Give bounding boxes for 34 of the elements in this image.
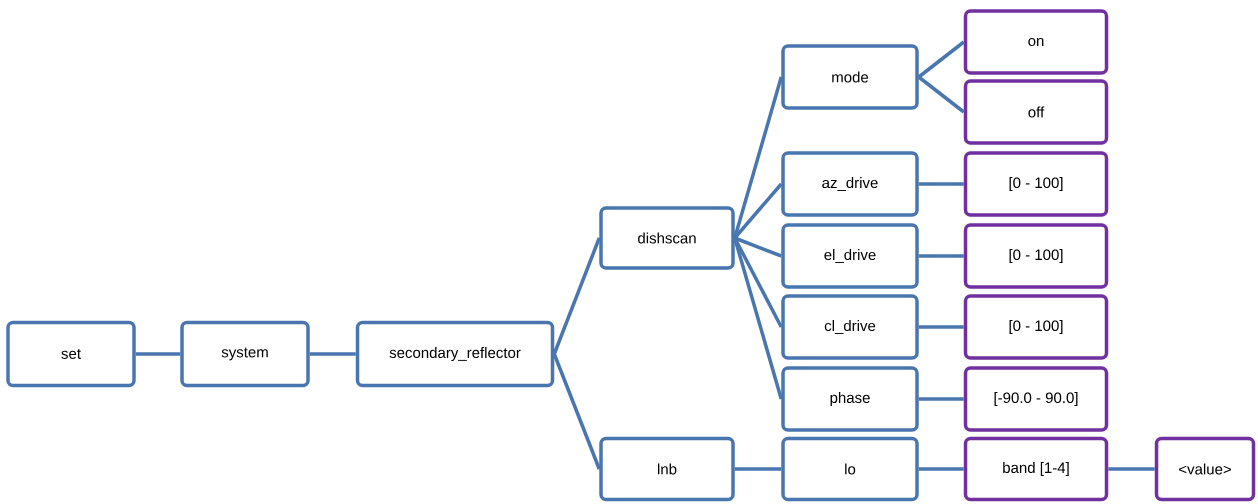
- tree-box: [0 - 100]: [963, 294, 1109, 360]
- tree-box: on: [963, 9, 1109, 75]
- connector-line: [918, 325, 964, 329]
- connector-line: [1108, 467, 1155, 471]
- connector-line: [918, 182, 964, 186]
- connector-line: [733, 76, 783, 239]
- tree-box: <value>: [1154, 436, 1256, 502]
- connector-line: [917, 40, 965, 79]
- tree-box: band [1-4]: [963, 436, 1109, 502]
- tree-box: system: [180, 320, 310, 388]
- tree-box: phase: [781, 366, 919, 432]
- tree-box: dishscan: [599, 206, 735, 270]
- tree-box: lnb: [599, 436, 735, 502]
- connector-line: [552, 237, 601, 355]
- connector-line: [135, 352, 181, 356]
- connector-line: [917, 75, 965, 114]
- tree-box: secondary_reflector: [355, 320, 555, 388]
- connector-line: [918, 467, 964, 471]
- connector-line: [552, 353, 601, 470]
- tree-box: lo: [781, 436, 919, 502]
- connector-line: [734, 236, 782, 258]
- connector-line: [734, 467, 782, 471]
- tree-box: [0 - 100]: [963, 223, 1109, 289]
- tree-box: set: [6, 320, 136, 388]
- tree-box: [0 - 100]: [963, 151, 1109, 217]
- connector-line: [309, 352, 356, 356]
- connector-line: [918, 254, 964, 258]
- connector-line: [918, 397, 964, 401]
- tree-box: mode: [781, 44, 919, 110]
- tree-box: off: [963, 79, 1109, 145]
- tree-box: el_drive: [781, 223, 919, 289]
- tree-box: cl_drive: [781, 294, 919, 360]
- tree-box: az_drive: [781, 151, 919, 217]
- tree-box: [-90.0 - 90.0]: [963, 366, 1109, 432]
